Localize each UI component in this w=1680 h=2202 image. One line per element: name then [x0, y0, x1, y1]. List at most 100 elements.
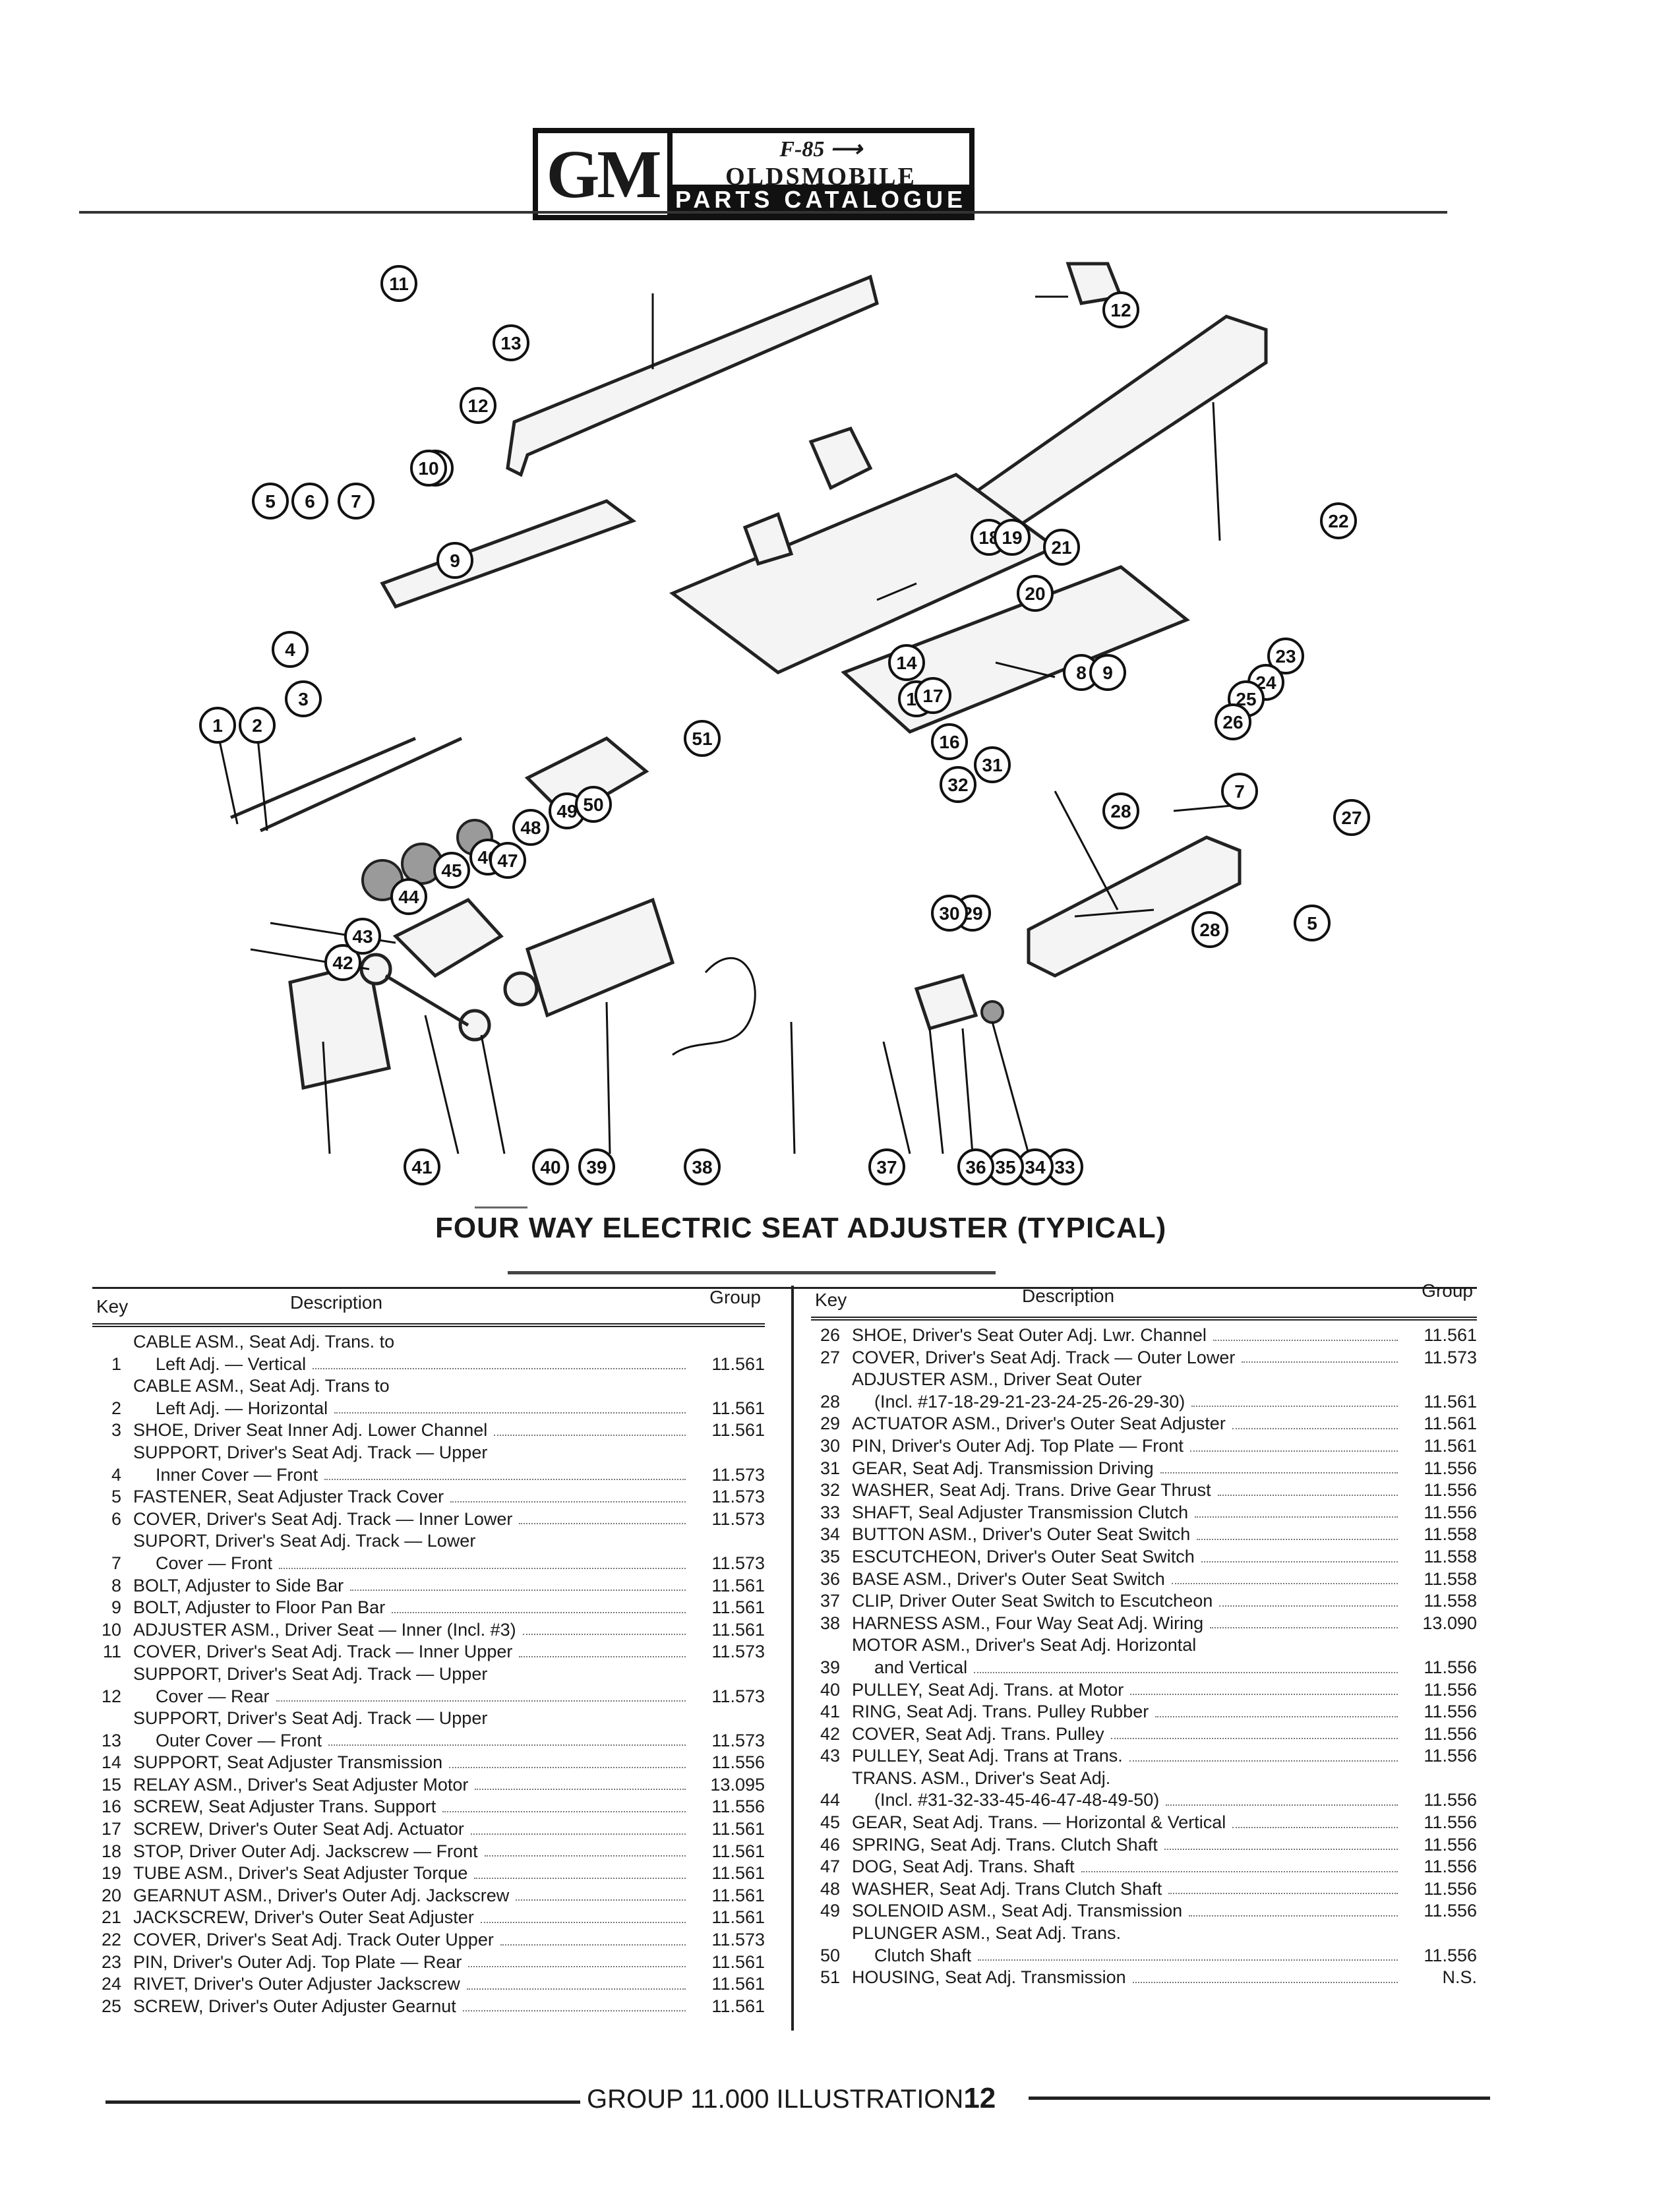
callout-number: 7: [351, 491, 361, 512]
callout-28: 28: [1191, 911, 1228, 948]
row-description: WASHER, Seat Adj. Trans. Drive Gear Thru…: [852, 1479, 1477, 1502]
callout-number: 34: [1025, 1157, 1046, 1177]
dot-leader: [1130, 1694, 1398, 1696]
callout-number: 44: [398, 887, 419, 907]
row-description: MOTOR ASM., Driver's Seat Adj. Horizonta…: [852, 1634, 1477, 1679]
callout-45: 45: [433, 852, 470, 889]
callout-circle: [1267, 638, 1304, 674]
row-description-line1: WASHER, Seat Adj. Trans. Drive Gear Thru…: [852, 1480, 1211, 1501]
row-description-line1: PIN, Driver's Outer Adj. Top Plate — Rea…: [133, 1951, 462, 1972]
callout-circle: [1089, 654, 1126, 691]
table-top-rule: [92, 1287, 1477, 1289]
row-key: 19: [101, 1863, 121, 1884]
row-key: 45: [820, 1812, 840, 1833]
callout-9: 9: [1089, 654, 1126, 691]
part-motor-side-pulley: [458, 1009, 491, 1042]
callout-number: 6: [305, 491, 315, 512]
callout-number: 7: [1234, 781, 1245, 802]
model-mark: F-85 ⟶: [673, 136, 969, 162]
row-description-line1: PULLEY, Seat Adj. Trans. at Motor: [852, 1679, 1124, 1700]
dot-leader: [494, 1434, 686, 1436]
row-description: SHOE, Driver Seat Inner Adj. Lower Chann…: [133, 1419, 765, 1442]
title-rule-top: [475, 1206, 527, 1208]
callout-16: 16: [931, 723, 968, 760]
callout-number: 28: [1199, 920, 1220, 940]
callout-7: 7: [338, 483, 375, 520]
callout-number: 19: [1002, 527, 1022, 548]
row-description-line1: JACKSCREW, Driver's Outer Seat Adjuster: [133, 1907, 474, 1928]
callout-number: 41: [411, 1157, 432, 1177]
dot-leader: [313, 1368, 686, 1370]
row-description-line1: SCREW, Driver's Outer Adjuster Gearnut: [133, 1996, 456, 2016]
callout-number: 21: [1051, 537, 1071, 558]
row-group: 11.573: [1424, 1347, 1477, 1367]
dot-leader: [392, 1611, 686, 1613]
callout-number: 5: [1307, 913, 1317, 934]
brand-box: F-85 ⟶ OLDSMOBILE PARTS CATALOGUE: [673, 128, 975, 220]
callout-number: 23: [1275, 646, 1296, 667]
callout-circle: [684, 1148, 721, 1185]
callout-number: 48: [520, 818, 541, 838]
row-description-line1: SUPPORT, Driver's Seat Adj. Track — Uppe…: [133, 1708, 488, 1729]
description-header: Description: [1022, 1286, 1115, 1307]
row-group: 11.573: [711, 1686, 765, 1706]
row-description-line2: Cover — Front: [156, 1553, 273, 1573]
callout-number: 51: [692, 729, 712, 749]
dot-leader: [1195, 1516, 1398, 1518]
row-description-line1: ACTUATOR ASM., Driver's Outer Seat Adjus…: [852, 1413, 1226, 1434]
row-description-line1: SCREW, Seat Adjuster Trans. Support: [133, 1797, 436, 1817]
row-description-line1: GEARNUT ASM., Driver's Outer Adj. Jacksc…: [133, 1885, 510, 1905]
callout-5: 5: [252, 483, 289, 520]
row-description: SUPPORT, Driver's Seat Adj. Track — Uppe…: [133, 1663, 765, 1708]
dot-leader: [470, 1833, 686, 1835]
callout-9: 9: [436, 542, 473, 579]
part-support-inner: [742, 512, 794, 566]
callout-circle: [1320, 502, 1357, 539]
row-description-line1: RING, Seat Adj. Trans. Pulley Rubber: [852, 1702, 1149, 1722]
row-description-line1: ADJUSTER ASM., Driver Seat Outer: [852, 1369, 1142, 1390]
row-description-line2: Outer Cover — Front: [156, 1730, 322, 1750]
callout-27: 27: [1333, 799, 1370, 836]
callout-circle: [338, 483, 375, 520]
callout-number: 11: [389, 274, 409, 294]
dot-leader: [324, 1479, 686, 1481]
row-key: 40: [820, 1679, 840, 1700]
row-group: 11.556: [1424, 1657, 1477, 1677]
row-key: 8: [111, 1575, 121, 1595]
row-key: 1: [111, 1354, 121, 1374]
callout-circle: [272, 631, 309, 668]
row-description-line1: HOUSING, Seat Adj. Transmission: [852, 1967, 1126, 1988]
figure-title: FOUR WAY ELECTRIC SEAT ADJUSTER (TYPICAL…: [435, 1212, 1167, 1244]
dot-leader: [978, 1959, 1398, 1961]
callout-43: 43: [344, 918, 381, 955]
row-key: 23: [101, 1951, 121, 1972]
callout-circle: [512, 809, 549, 846]
row-description-line1: BASE ASM., Driver's Outer Seat Switch: [852, 1568, 1165, 1589]
row-description-line1: SUPORT, Driver's Seat Adj. Track — Lower: [133, 1531, 476, 1551]
table-header: Key Description Group: [92, 1287, 765, 1327]
row-group: 11.556: [711, 1752, 765, 1773]
row-description: PIN, Driver's Outer Adj. Top Plate — Rea…: [133, 1951, 765, 1974]
row-key: 41: [820, 1702, 840, 1722]
callout-48: 48: [512, 809, 549, 846]
dot-leader: [480, 1922, 686, 1924]
row-description-line1: RIVET, Driver's Outer Adjuster Jackscrew: [133, 1974, 460, 1994]
